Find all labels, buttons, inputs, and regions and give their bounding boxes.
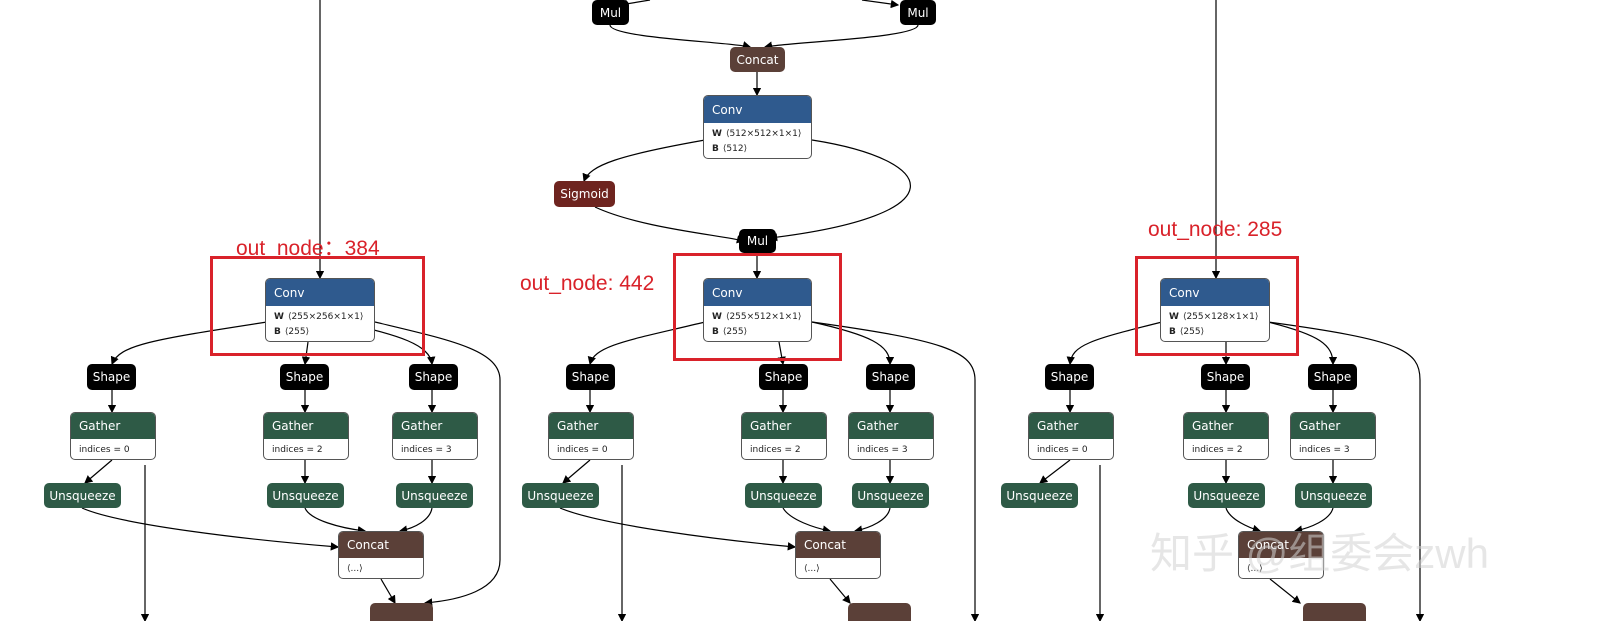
gather-node-title: Gather — [264, 413, 348, 439]
out-node-label-left: out_node：384 — [236, 237, 380, 260]
conv-node-title: Conv — [704, 279, 811, 306]
weight-shape: ⟨255×256×1×1⟩ — [287, 312, 364, 322]
gather-node[interactable]: Gather indices = 0 — [548, 412, 634, 460]
gather-node[interactable]: Gather indices = 3 — [848, 412, 934, 460]
concat-node[interactable]: Concat ⟨...⟩ — [338, 531, 424, 579]
highlight-box-left — [210, 256, 425, 356]
highlight-box-right — [1135, 256, 1299, 356]
partial-node-right[interactable] — [1303, 603, 1366, 621]
unsqueeze-node[interactable]: Unsqueeze — [745, 483, 822, 508]
gather-indices: indices = 3 — [1299, 445, 1350, 455]
concat-ellipsis: ⟨...⟩ — [804, 564, 820, 574]
gather-node[interactable]: Gather indices = 3 — [392, 412, 478, 460]
shape-node[interactable]: Shape — [409, 364, 458, 390]
conv-node-top[interactable]: Conv W⟨512×512×1×1⟩ B⟨512⟩ — [703, 95, 812, 159]
shape-node[interactable]: Shape — [566, 364, 615, 390]
bias-shape: ⟨512⟩ — [722, 144, 748, 154]
concat-node-title: Concat — [796, 532, 880, 558]
gather-node-title: Gather — [1184, 413, 1268, 439]
concat-node-top[interactable]: Concat — [730, 47, 785, 72]
gather-node[interactable]: Gather indices = 0 — [1028, 412, 1114, 460]
gather-indices: indices = 0 — [1037, 445, 1088, 455]
mul-node-middle[interactable]: Mul — [739, 229, 776, 253]
shape-node[interactable]: Shape — [1045, 364, 1094, 390]
conv-node-left[interactable]: Conv W⟨255×256×1×1⟩ B⟨255⟩ — [265, 278, 375, 342]
bias-key: B — [712, 327, 719, 337]
shape-node[interactable]: Shape — [87, 364, 136, 390]
concat-ellipsis: ⟨...⟩ — [347, 564, 363, 574]
bias-shape: ⟨255⟩ — [1179, 327, 1205, 337]
weight-key: W — [712, 312, 722, 322]
concat-node-title: Concat — [1239, 532, 1323, 558]
gather-indices: indices = 3 — [857, 445, 908, 455]
gather-indices: indices = 2 — [272, 445, 323, 455]
unsqueeze-node[interactable]: Unsqueeze — [1001, 483, 1078, 508]
gather-node[interactable]: Gather indices = 0 — [70, 412, 156, 460]
bias-key: B — [712, 144, 719, 154]
concat-ellipsis: ⟨...⟩ — [1247, 564, 1263, 574]
weight-key: W — [1169, 312, 1179, 322]
weight-key: W — [274, 312, 284, 322]
unsqueeze-node[interactable]: Unsqueeze — [44, 483, 121, 508]
gather-node-title: Gather — [849, 413, 933, 439]
unsqueeze-node[interactable]: Unsqueeze — [852, 483, 929, 508]
weight-shape: ⟨255×512×1×1⟩ — [725, 312, 802, 322]
weight-key: W — [712, 129, 722, 139]
gather-node[interactable]: Gather indices = 2 — [741, 412, 827, 460]
mul-node-top-right[interactable]: Mul — [900, 0, 936, 25]
unsqueeze-node[interactable]: Unsqueeze — [1295, 483, 1372, 508]
gather-node-title: Gather — [742, 413, 826, 439]
gather-node[interactable]: Gather indices = 2 — [263, 412, 349, 460]
gather-indices: indices = 3 — [401, 445, 452, 455]
watermark-text: 知乎 @组委会zwh — [1150, 530, 1489, 577]
gather-node-title: Gather — [71, 413, 155, 439]
weight-shape: ⟨255×128×1×1⟩ — [1182, 312, 1259, 322]
bias-key: B — [1169, 327, 1176, 337]
shape-node[interactable]: Shape — [1308, 364, 1357, 390]
out-node-label-middle: out_node: 442 — [520, 272, 655, 295]
sigmoid-node[interactable]: Sigmoid — [554, 181, 615, 207]
out-node-label-right: out_node: 285 — [1148, 218, 1283, 241]
gather-indices: indices = 0 — [557, 445, 608, 455]
mul-node-top-left[interactable]: Mul — [592, 0, 629, 25]
conv-node-title: Conv — [704, 96, 811, 123]
shape-node[interactable]: Shape — [280, 364, 329, 390]
conv-node-title: Conv — [266, 279, 374, 306]
gather-node-title: Gather — [549, 413, 633, 439]
partial-node-left[interactable] — [370, 603, 433, 621]
partial-node-middle[interactable] — [848, 603, 911, 621]
highlight-box-middle — [673, 253, 842, 361]
bias-shape: ⟨255⟩ — [722, 327, 748, 337]
shape-node[interactable]: Shape — [1201, 364, 1250, 390]
conv-node-middle[interactable]: Conv W⟨255×512×1×1⟩ B⟨255⟩ — [703, 278, 812, 342]
concat-node[interactable]: Concat ⟨...⟩ — [795, 531, 881, 579]
gather-node-title: Gather — [1029, 413, 1113, 439]
gather-indices: indices = 0 — [79, 445, 130, 455]
gather-indices: indices = 2 — [750, 445, 801, 455]
weight-shape: ⟨512×512×1×1⟩ — [725, 129, 802, 139]
concat-node-title: Concat — [339, 532, 423, 558]
unsqueeze-node[interactable]: Unsqueeze — [522, 483, 599, 508]
gather-node[interactable]: Gather indices = 2 — [1183, 412, 1269, 460]
conv-node-title: Conv — [1161, 279, 1269, 306]
unsqueeze-node[interactable]: Unsqueeze — [1188, 483, 1265, 508]
bias-shape: ⟨255⟩ — [284, 327, 310, 337]
shape-node[interactable]: Shape — [759, 364, 808, 390]
conv-node-right[interactable]: Conv W⟨255×128×1×1⟩ B⟨255⟩ — [1160, 278, 1270, 342]
gather-node-title: Gather — [393, 413, 477, 439]
concat-node[interactable]: Concat ⟨...⟩ — [1238, 531, 1324, 579]
unsqueeze-node[interactable]: Unsqueeze — [396, 483, 473, 508]
unsqueeze-node[interactable]: Unsqueeze — [267, 483, 344, 508]
bias-key: B — [274, 327, 281, 337]
gather-node-title: Gather — [1291, 413, 1375, 439]
gather-indices: indices = 2 — [1192, 445, 1243, 455]
gather-node[interactable]: Gather indices = 3 — [1290, 412, 1376, 460]
shape-node[interactable]: Shape — [866, 364, 915, 390]
